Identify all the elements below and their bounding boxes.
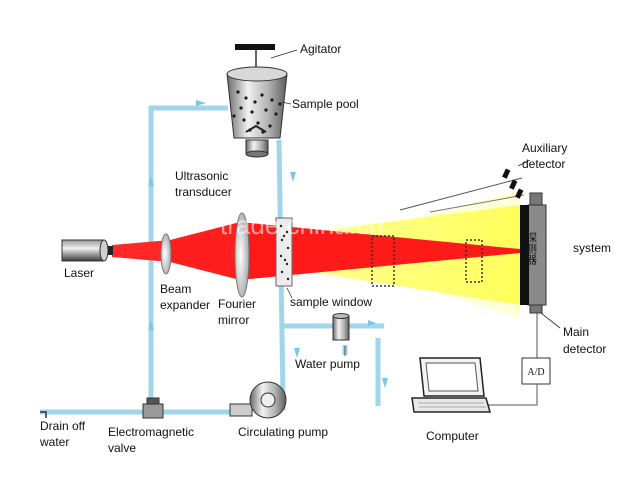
sample-window [275,217,293,287]
electromagnetic-valve-label-1: Electromagnetic [108,425,194,439]
flow-arrow [382,378,388,388]
auxiliary-detector-label-1: Auxiliary [522,141,567,155]
agitator-blades [245,124,267,133]
pipe-left-loop [148,105,228,400]
circulating-pump-hub [260,392,276,408]
auxiliary-detector-segment [502,168,511,179]
main-detector-label-1: Main [563,325,589,339]
fourier-mirror-label-1: Fourier [218,297,256,311]
computer [411,357,491,413]
fourier-mirror-label-2: mirror [218,313,249,327]
drain-outlet [40,411,47,418]
beam-expander-lens [160,233,172,275]
auxiliary-detector-label-2: detector [522,157,565,171]
beam-expander-label-1: Beam [160,282,191,296]
laser-beam-narrow [112,240,170,262]
main-detector-foot [529,304,543,314]
laser-aperture [108,246,113,255]
sample-pool-label: Sample pool [292,97,359,111]
detection-region-2 [465,239,483,283]
sample-pool-rim [226,66,288,82]
laser-body [61,239,105,262]
laser-face [99,239,109,262]
laser-beam-converging [240,222,520,280]
water-pump-body [332,315,350,341]
electromagnetic-valve [142,397,164,419]
valve-top [146,397,160,405]
flow-arrow [148,320,154,330]
water-pump [332,313,350,341]
circulating-pump-label: Circulating pump [238,425,328,439]
laptop-keyboard [411,397,491,413]
valve-body [142,403,164,419]
flow-arrow [148,176,154,186]
electromagnetic-valve-label-2: valve [108,441,136,455]
water-pump-label: Water pump [295,357,360,371]
ad-to-computer-wire [486,384,538,406]
drain-off-water-label-2: water [39,435,69,449]
ad-converter [521,357,551,385]
sample-window-label: sample window [290,295,372,309]
agitator-bar [235,44,275,50]
beam-expander-label-2: expander [160,298,210,312]
agitator-label: Agitator [300,42,341,56]
main-detector-cap [529,192,543,206]
computer-label: Computer [426,429,479,443]
flow-arrow [196,100,206,106]
sample-pool-assembly [226,44,288,158]
sample-window-cell [275,217,293,287]
flow-arrow [368,320,376,326]
auxiliary-detector-segment [515,188,524,199]
main-detector-plate [520,205,529,305]
drain-off-water-label-1: Drain off [40,419,86,433]
ultrasonic-transducer-label-1: Ultrasonic [175,169,228,183]
ad-label: A/D [527,367,544,378]
water-pump-top [332,313,350,319]
labels: Agitator Sample pool Ultrasonic transduc… [39,42,611,455]
pipe-flow-arrows [148,100,388,388]
main-detector-label-2: detector [563,342,606,356]
watermark: trade.china.cn [220,210,383,240]
sample-pool-body [226,73,288,139]
system-label: system [573,241,611,255]
ultrasonic-transducer-label-2: transducer [175,185,232,199]
circulating-pump-outlet [229,403,253,417]
laser-label: Laser [64,266,94,280]
sample-particles [232,90,282,134]
main-detector: 探测器 [520,192,547,314]
fourier-mirror-lens [234,212,250,298]
detector-chinese-label: 探测器 [525,232,538,266]
laptop-screen-inner [425,362,479,392]
flow-arrow [290,172,296,182]
auxiliary-detector [399,168,525,213]
auxiliary-detector-segment [509,179,518,190]
laser-source [61,239,113,262]
leader-lines [270,49,561,356]
ultrasonic-transducer-base [245,150,269,158]
laser-beam-expanded [170,222,240,280]
flow-arrow [294,348,300,358]
circulating-pump [229,381,287,419]
